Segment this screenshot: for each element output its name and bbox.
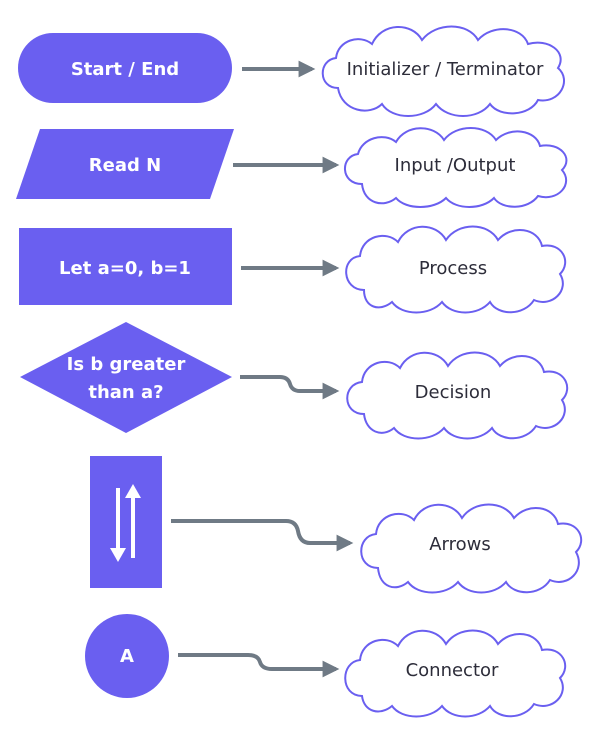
decision-shape-text-line1: Is b greater xyxy=(67,354,186,375)
cloud-3 xyxy=(345,225,567,314)
row-arrows: Arrows xyxy=(90,456,583,594)
decision-shape-text-line2: than a? xyxy=(88,382,163,403)
row-connector: A Connector xyxy=(85,614,567,718)
cloud-2 xyxy=(344,127,568,208)
row-decision: Is b greater than a? Decision xyxy=(20,322,569,440)
row-terminator: Start / End Initializer / Terminator xyxy=(18,25,565,117)
cloud-label-2: Input /Output xyxy=(395,155,516,176)
arrows-shape xyxy=(90,456,162,588)
terminator-shape xyxy=(18,33,232,103)
row-process: Let a=0, b=1 Process xyxy=(19,225,567,314)
row-input-output: Read N Input /Output xyxy=(16,127,568,208)
cloud-label-1: Initializer / Terminator xyxy=(347,59,544,80)
cloud-4 xyxy=(346,351,569,440)
terminator-shape-text: Start / End xyxy=(71,59,179,80)
connector-line-5 xyxy=(171,519,354,552)
cloud-1 xyxy=(321,25,565,117)
cloud-5 xyxy=(360,503,583,594)
process-shape xyxy=(19,228,232,305)
connector-shape-text: A xyxy=(120,646,134,667)
connector-line-4 xyxy=(240,375,340,400)
cloud-label-6: Connector xyxy=(406,660,499,681)
connector-shape xyxy=(85,614,169,698)
cloud-label-3: Process xyxy=(419,258,487,279)
decision-shape xyxy=(20,322,232,433)
cloud-6 xyxy=(344,629,567,718)
cloud-label-5: Arrows xyxy=(429,534,491,555)
connector-line-6 xyxy=(178,653,340,678)
parallelogram-shape-text: Read N xyxy=(89,155,161,176)
cloud-label-4: Decision xyxy=(415,382,492,403)
process-shape-text: Let a=0, b=1 xyxy=(59,258,191,279)
up-down-arrows-icon xyxy=(110,484,141,562)
parallelogram-shape xyxy=(16,129,234,199)
